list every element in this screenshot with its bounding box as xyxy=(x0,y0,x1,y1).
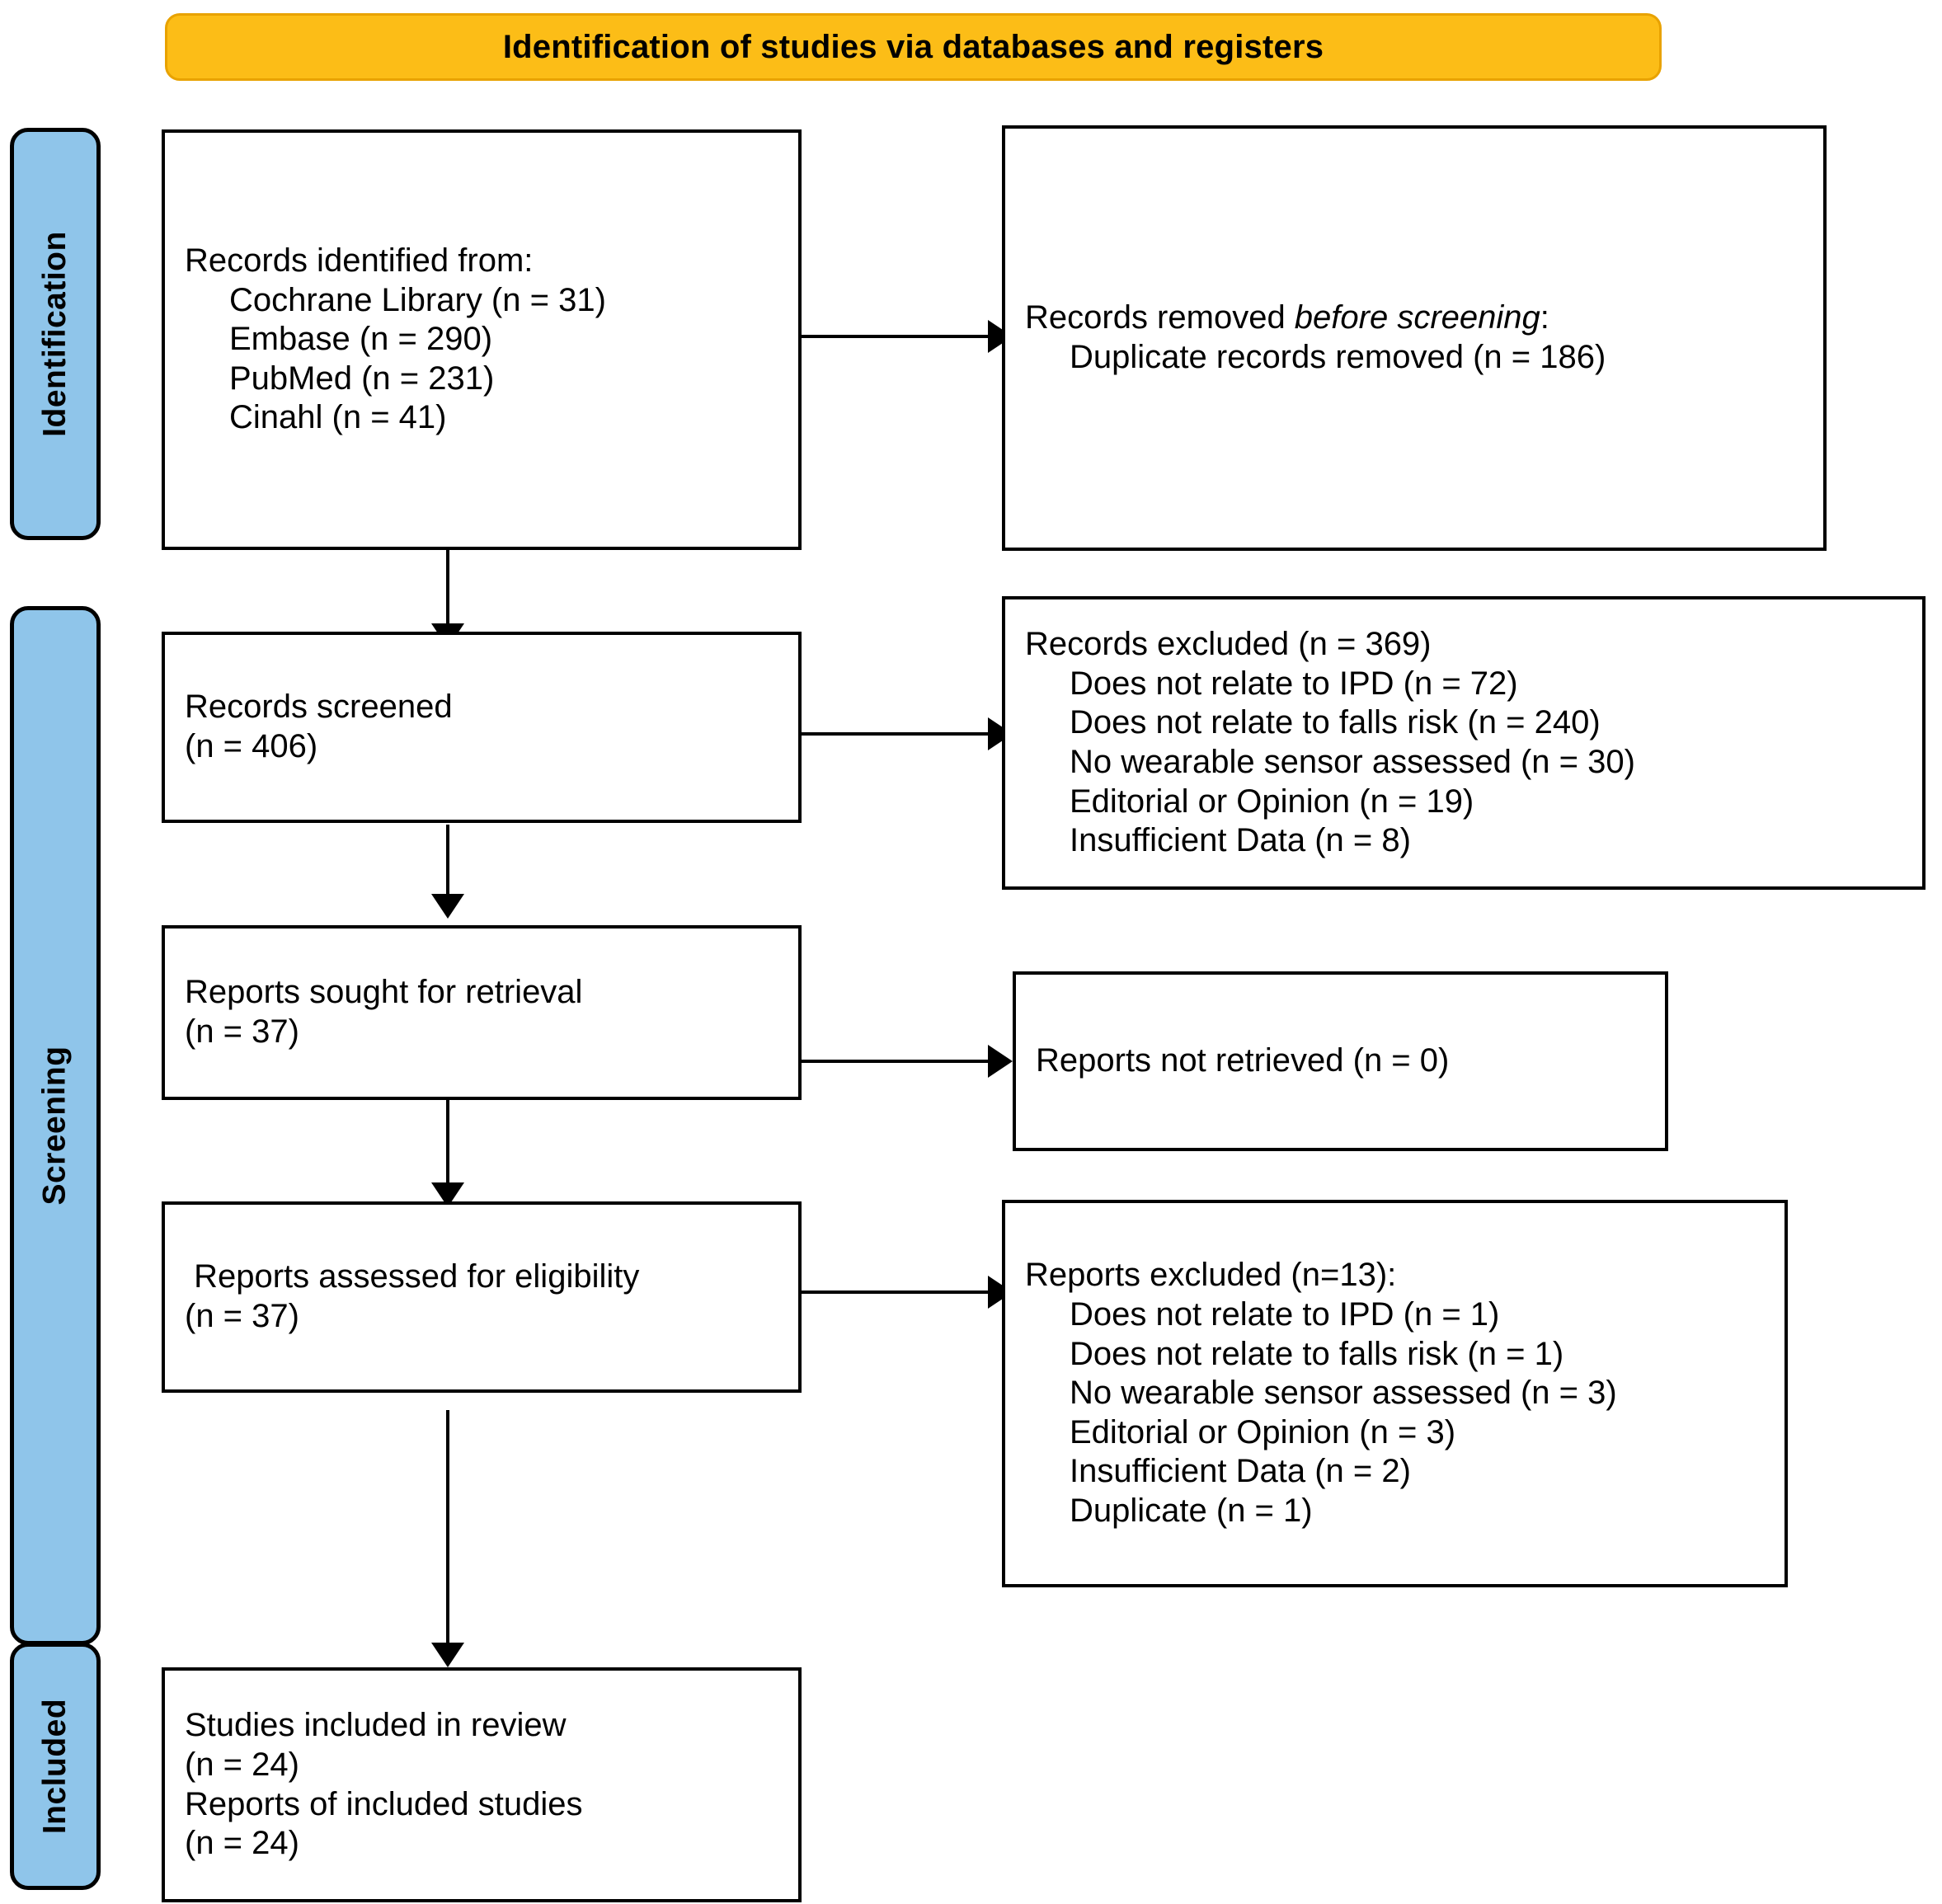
box-reports-assessed: Reports assessed for eligibility (n = 37… xyxy=(162,1201,802,1393)
box-records-screened-body: Records screened (n = 406) xyxy=(165,688,798,766)
box-records-excluded: Records excluded (n = 369) Does not rela… xyxy=(1002,596,1926,890)
box-reports-not-retrieved-body: Reports not retrieved (n = 0) xyxy=(1016,1041,1665,1081)
connector-assessed-to-included xyxy=(446,1410,449,1649)
box-records-removed: Records removed before screening: Duplic… xyxy=(1002,125,1827,551)
box-reports-sought: Reports sought for retrieval (n = 37) xyxy=(162,925,802,1100)
records-removed-emphasis: before screening xyxy=(1294,299,1540,336)
reports-excluded-line-2: Does not relate to IPD (n = 1) xyxy=(1070,1296,1500,1333)
box-records-identified-body: Records identified from: Cochrane Librar… xyxy=(165,242,798,438)
phase-tab-identification-label: Identification xyxy=(37,231,73,437)
box-reports-assessed-body: Reports assessed for eligibility (n = 37… xyxy=(165,1258,798,1336)
phase-tab-included: Included xyxy=(10,1643,101,1890)
box-studies-included: Studies included in review (n = 24) Repo… xyxy=(162,1667,802,1902)
connector-identified-to-screened xyxy=(446,548,449,630)
arrowhead-assessed-to-included xyxy=(431,1643,464,1667)
reports-excluded-line-4: No wearable sensor assessed (n = 3) xyxy=(1070,1375,1617,1412)
box-reports-sought-body: Reports sought for retrieval (n = 37) xyxy=(165,973,798,1051)
connector-sought-to-notretrieved xyxy=(800,1060,991,1063)
records-excluded-line-4: No wearable sensor assessed (n = 30) xyxy=(1070,744,1635,780)
reports-assessed-line-1: Reports assessed for eligibility xyxy=(185,1258,640,1295)
stage-banner-title: Identification of studies via databases … xyxy=(502,29,1324,65)
reports-excluded-line-5: Editorial or Opinion (n = 3) xyxy=(1070,1413,1456,1450)
records-screened-line-2: (n = 406) xyxy=(185,728,318,764)
box-studies-included-body: Studies included in review (n = 24) Repo… xyxy=(165,1706,798,1863)
arrowhead-sought-to-notretrieved xyxy=(988,1045,1013,1078)
records-excluded-line-6: Insufficient Data (n = 8) xyxy=(1070,822,1411,859)
records-excluded-line-5: Editorial or Opinion (n = 19) xyxy=(1070,783,1474,820)
box-reports-excluded: Reports excluded (n=13): Does not relate… xyxy=(1002,1200,1788,1587)
box-records-excluded-body: Records excluded (n = 369) Does not rela… xyxy=(1005,625,1922,861)
connector-assessed-to-reportsexcluded xyxy=(800,1290,991,1294)
reports-excluded-line-3: Does not relate to falls risk (n = 1) xyxy=(1070,1335,1564,1372)
records-removed-prefix: Records removed xyxy=(1025,299,1295,336)
reports-sought-line-1: Reports sought for retrieval xyxy=(185,974,583,1011)
studies-included-line-2: (n = 24) xyxy=(185,1746,299,1783)
box-records-screened: Records screened (n = 406) xyxy=(162,632,802,823)
studies-included-line-1: Studies included in review xyxy=(185,1707,567,1744)
stage-banner-identification: Identification of studies via databases … xyxy=(165,13,1662,81)
reports-excluded-line-6: Insufficient Data (n = 2) xyxy=(1070,1453,1411,1490)
arrowhead-screened-to-sought xyxy=(431,894,464,919)
reports-assessed-line-2: (n = 37) xyxy=(185,1298,299,1334)
records-identified-line-1: Records identified from: xyxy=(185,242,534,280)
phase-tab-screening: Screening xyxy=(10,606,101,1645)
records-removed-line-1: Records removed before screening: xyxy=(1025,299,1803,338)
phase-tab-identification: Identification xyxy=(10,128,101,540)
box-reports-excluded-body: Reports excluded (n=13): Does not relate… xyxy=(1005,1256,1784,1530)
studies-included-line-4: (n = 24) xyxy=(185,1825,299,1862)
records-identified-line-4: PubMed (n = 231) xyxy=(229,360,495,397)
reports-excluded-line-1: Reports excluded (n=13): xyxy=(1025,1257,1397,1294)
reports-excluded-line-7: Duplicate (n = 1) xyxy=(1070,1492,1313,1529)
box-reports-not-retrieved: Reports not retrieved (n = 0) xyxy=(1013,971,1668,1151)
records-removed-line-2: Duplicate records removed (n = 186) xyxy=(1070,339,1606,375)
connector-screened-to-sought xyxy=(446,825,449,900)
studies-included-line-3: Reports of included studies xyxy=(185,1785,583,1822)
reports-sought-line-2: (n = 37) xyxy=(185,1013,299,1050)
records-excluded-line-2: Does not relate to IPD (n = 72) xyxy=(1070,665,1518,702)
records-identified-line-2: Cochrane Library (n = 31) xyxy=(229,281,606,318)
phase-tab-included-label: Included xyxy=(37,1698,73,1835)
records-excluded-line-1: Records excluded (n = 369) xyxy=(1025,626,1432,663)
connector-screened-to-excluded xyxy=(800,732,991,736)
connector-sought-to-assessed xyxy=(446,1098,449,1189)
phase-tab-screening-label: Screening xyxy=(37,1046,73,1206)
box-records-identified: Records identified from: Cochrane Librar… xyxy=(162,129,802,550)
connector-identified-to-removed xyxy=(800,335,991,338)
reports-not-retrieved-line-1: Reports not retrieved (n = 0) xyxy=(1036,1042,1450,1079)
records-removed-suffix: : xyxy=(1540,299,1549,336)
records-screened-line-1: Records screened xyxy=(185,689,453,726)
box-records-removed-body: Records removed before screening: Duplic… xyxy=(1005,299,1823,377)
records-identified-line-3: Embase (n = 290) xyxy=(229,321,493,358)
records-identified-line-5: Cinahl (n = 41) xyxy=(229,399,447,436)
records-excluded-line-3: Does not relate to falls risk (n = 240) xyxy=(1070,704,1601,741)
